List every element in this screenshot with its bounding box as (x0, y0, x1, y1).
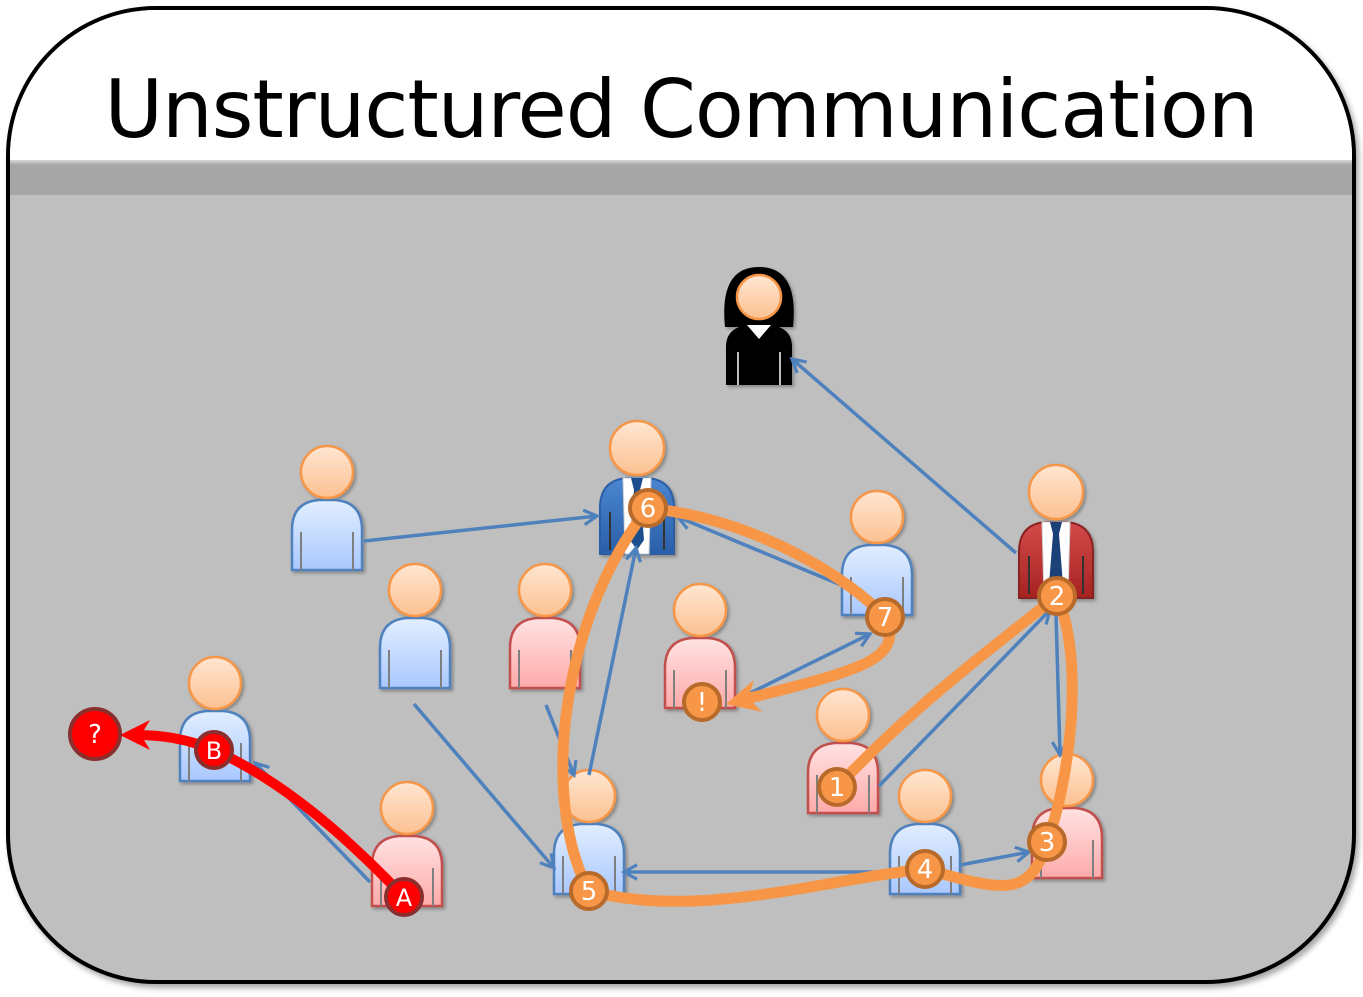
svg-text:7: 7 (877, 603, 894, 633)
badge-A: A (384, 877, 424, 917)
person-blue-icon (290, 444, 364, 572)
header-band (10, 160, 1352, 195)
badge-2: 2 (1037, 576, 1077, 616)
person-blue-icon (840, 489, 914, 617)
arrow (363, 516, 597, 543)
svg-text:3: 3 (1039, 828, 1056, 858)
svg-text:5: 5 (581, 877, 598, 907)
person-blue-icon (378, 562, 452, 690)
title-area: Unstructured Communication (10, 10, 1352, 160)
executive-woman-icon (722, 265, 796, 387)
badge-3: 3 (1027, 822, 1067, 862)
red-communication-path (120, 720, 409, 902)
badges-layer: 1 2 3 4 5 6 7 ! (68, 488, 1077, 917)
badge-7: 7 (865, 597, 905, 637)
badge-question: ? (68, 707, 122, 761)
badge-6: 6 (628, 488, 668, 528)
arrow (587, 548, 636, 776)
badge-4: 4 (905, 849, 945, 889)
page-title: Unstructured Communication (104, 63, 1258, 156)
badge-1: 1 (817, 767, 857, 807)
arrow (1056, 613, 1060, 755)
svg-text:?: ? (88, 720, 102, 750)
svg-text:!: ! (697, 688, 707, 718)
svg-text:A: A (396, 884, 413, 912)
arrow (412, 702, 554, 868)
badge-exclamation: ! (682, 682, 722, 722)
arrow (877, 610, 1050, 788)
svg-text:2: 2 (1049, 582, 1066, 612)
arrow (959, 852, 1029, 867)
diagram-frame: Unstructured Communication (6, 6, 1356, 984)
svg-text:6: 6 (640, 494, 657, 524)
orange-communication-path (557, 502, 1078, 907)
arrow (792, 359, 1018, 555)
svg-text:4: 4 (917, 855, 934, 885)
badge-5: 5 (569, 871, 609, 911)
manager-blue-icon (598, 419, 676, 556)
arrow (678, 517, 842, 587)
svg-text:1: 1 (829, 773, 846, 803)
thin-arrows-layer (255, 359, 1060, 884)
svg-text:B: B (206, 737, 222, 765)
badge-B: B (194, 730, 234, 770)
